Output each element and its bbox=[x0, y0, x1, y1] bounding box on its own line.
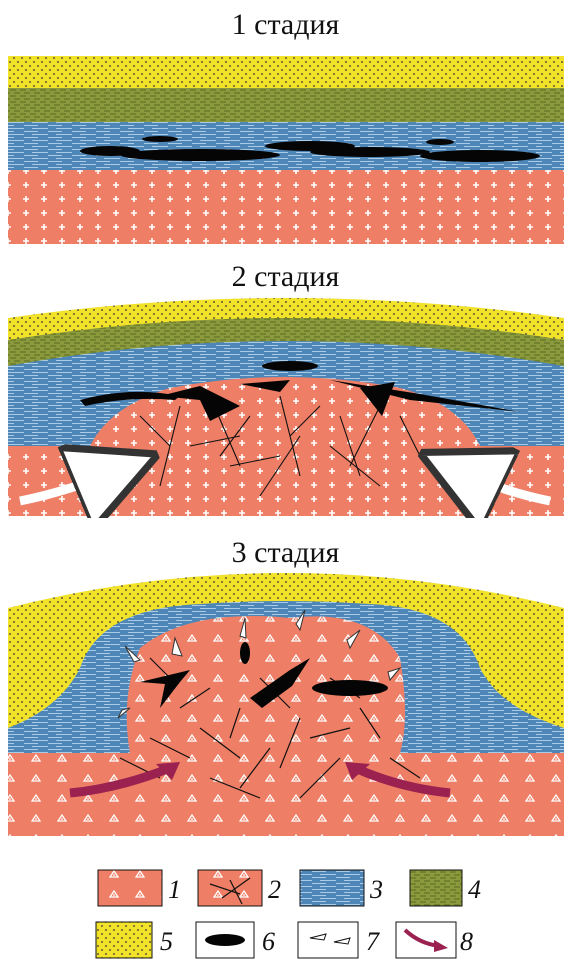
legend: 1 2 3 4 5 6 7 8 bbox=[0, 864, 571, 964]
stage-3-title: 3 стадия bbox=[0, 538, 571, 568]
stage-2-title: 2 стадия bbox=[0, 262, 571, 292]
stage-1-cross-section bbox=[0, 52, 571, 247]
stage-1-title: 1 стадия bbox=[0, 10, 571, 40]
legend-num-3: 3 bbox=[369, 875, 383, 904]
legend-num-4: 4 bbox=[468, 875, 481, 904]
legend-num-1: 1 bbox=[168, 875, 181, 904]
legend-num-7: 7 bbox=[366, 927, 380, 956]
legend-item-6: 6 bbox=[196, 922, 275, 958]
legend-item-8: 8 bbox=[396, 922, 473, 958]
stage-3-cross-section bbox=[0, 568, 571, 838]
legend-num-8: 8 bbox=[460, 927, 473, 956]
legend-num-2: 2 bbox=[268, 875, 281, 904]
siltstone-layer bbox=[8, 88, 564, 124]
stage-2-cross-section bbox=[0, 296, 571, 518]
legend-item-4: 4 bbox=[410, 870, 481, 906]
sandstone-layer bbox=[8, 56, 564, 90]
granite-layer bbox=[8, 170, 564, 244]
legend-item-2: 2 bbox=[198, 870, 281, 906]
legend-num-6: 6 bbox=[262, 927, 275, 956]
legend-item-7: 7 bbox=[298, 922, 380, 958]
ore-lens-icon bbox=[205, 934, 245, 946]
legend-num-5: 5 bbox=[160, 927, 173, 956]
legend-item-1: 1 bbox=[98, 870, 181, 906]
legend-item-5: 5 bbox=[96, 922, 173, 958]
legend-item-3: 3 bbox=[300, 870, 383, 906]
